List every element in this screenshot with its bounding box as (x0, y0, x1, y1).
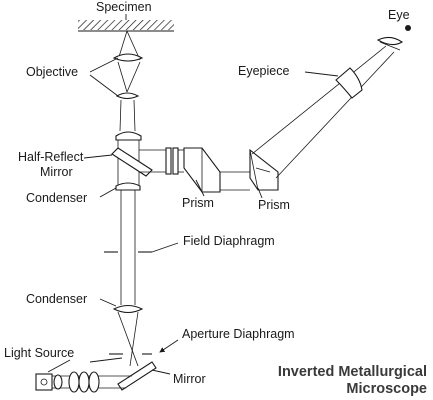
diagram-title-line2: Microscope (346, 381, 427, 397)
prism-left-label: Prism (182, 196, 214, 210)
horizontal-beam (139, 147, 184, 175)
prism-left-shape (183, 147, 250, 193)
objective-lenses (112, 30, 144, 141)
diagram-title-line1: Inverted Metallurgical (277, 364, 427, 380)
prism-right-shape (249, 148, 279, 191)
half-reflect-mirror-label-line2: Mirror (40, 165, 73, 179)
eye-dot (405, 25, 411, 31)
eyepiece-label: Eyepiece (238, 64, 290, 78)
eyepiece-tube (251, 36, 404, 179)
mirror-label: Mirror (173, 372, 206, 386)
prism-right-label: Prism (258, 198, 290, 212)
field-diaphragm-label: Field Diaphragm (183, 234, 275, 248)
upper-condenser-lens (115, 182, 141, 191)
leader-lines (47, 14, 339, 375)
light-source-assembly (35, 371, 132, 393)
diagram-title: Inverted Metallurgical Microscope (278, 364, 427, 398)
specimen-label: Specimen (96, 0, 152, 14)
half-reflect-mirror-label-line1: Half-Reflect (18, 150, 84, 164)
eye-label: Eye (388, 8, 410, 22)
illumination-column (120, 190, 136, 305)
condenser-lower-label: Condenser (26, 292, 88, 306)
light-source-label: Light Source (4, 346, 75, 360)
half-reflect-mirror (111, 147, 153, 177)
objective-label: Objective (26, 65, 79, 79)
aperture-diaphragm-label: Aperture Diaphragm (182, 327, 295, 341)
condenser-upper-label: Condenser (26, 191, 88, 205)
specimen-stage (78, 20, 174, 32)
lower-condenser-lens (112, 304, 144, 367)
